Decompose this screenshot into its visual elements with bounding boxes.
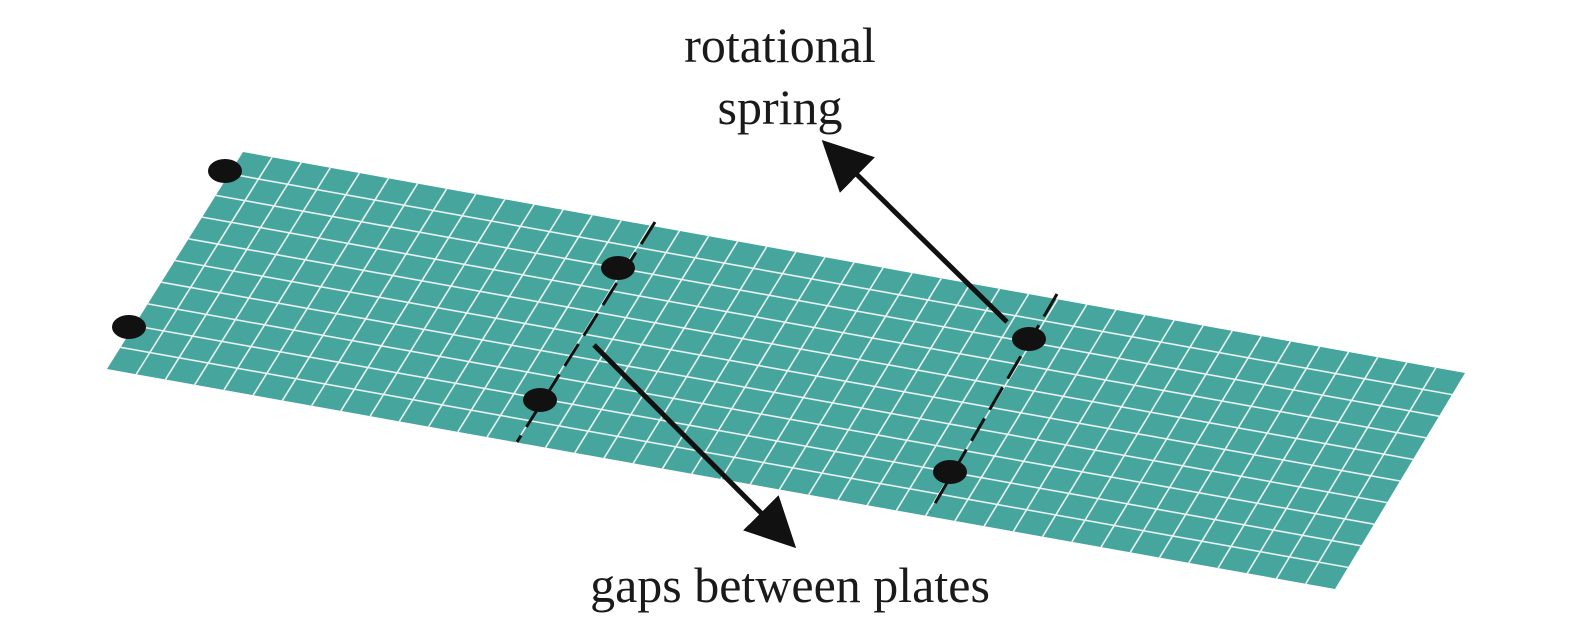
spring-point (1012, 327, 1046, 351)
callout-arrows (592, 139, 1009, 549)
support-points (112, 159, 1046, 484)
mesh-row-line (215, 194, 1440, 417)
rotational-spring-label-line1: rotational (684, 17, 876, 73)
rotational-spring-label: rotational spring (590, 14, 970, 138)
arrow-to-spring-label (821, 139, 1009, 324)
support-point (112, 315, 146, 339)
mesh-row-line (134, 324, 1362, 547)
rotational-spring-label-line2: spring (717, 79, 843, 135)
mesh-row-line (161, 281, 1388, 504)
mesh-row-line (120, 346, 1349, 569)
mesh-row-line (202, 216, 1427, 439)
spring-point (601, 256, 635, 280)
mesh-grid (120, 156, 1453, 585)
mesh-row-line (147, 303, 1375, 525)
mesh-row-line (188, 238, 1414, 461)
support-point (208, 159, 242, 183)
spring-point (523, 388, 557, 412)
gaps-between-plates-label: gaps between plates (590, 557, 990, 613)
mesh-row-line (229, 172, 1453, 396)
spring-point (933, 460, 967, 484)
mesh-row-line (174, 259, 1401, 482)
arrow-to-gaps-label (592, 343, 797, 549)
